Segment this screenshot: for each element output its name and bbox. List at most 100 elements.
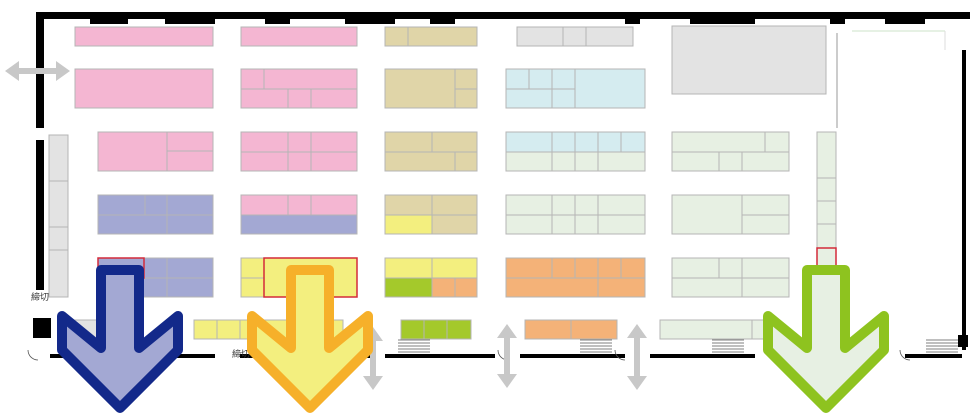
booth	[659, 319, 753, 340]
booth	[384, 131, 433, 153]
booth	[97, 214, 168, 235]
booth	[671, 277, 743, 298]
booth	[671, 131, 766, 153]
booth	[143, 257, 168, 279]
booth	[551, 131, 576, 153]
booth	[524, 319, 572, 340]
booth	[216, 319, 241, 340]
booth	[454, 88, 478, 109]
booth	[597, 277, 646, 298]
booth	[431, 277, 456, 298]
double-arrow-icon	[5, 61, 70, 81]
booth	[287, 88, 312, 109]
flow-arrows	[5, 61, 647, 390]
booth	[551, 151, 576, 172]
booth	[310, 151, 358, 172]
top-wall-pillar	[625, 18, 640, 24]
double-arrow-icon	[363, 327, 383, 390]
booth	[505, 277, 599, 298]
bottom-wall	[650, 354, 755, 358]
top-wall-pillar	[265, 18, 290, 24]
booth	[384, 194, 433, 216]
booth	[431, 214, 478, 235]
top-wall-pillar	[690, 18, 755, 24]
booth	[310, 194, 358, 216]
booths	[48, 25, 837, 340]
booth	[816, 177, 837, 202]
booth	[97, 194, 146, 216]
door-icon	[899, 349, 911, 361]
top-wall-pillar	[345, 18, 395, 24]
booth	[528, 68, 553, 90]
bottom-wall	[385, 354, 495, 358]
booth	[551, 257, 576, 279]
booth	[384, 26, 409, 47]
booth	[597, 151, 646, 172]
booth	[400, 319, 425, 340]
double-arrow-shape	[363, 327, 383, 390]
double-arrow-icon	[497, 324, 517, 388]
booth	[240, 26, 358, 47]
booth	[263, 68, 358, 90]
booth	[505, 194, 553, 216]
booth	[505, 257, 553, 279]
booth	[816, 223, 837, 249]
door-icon	[27, 349, 39, 361]
booth	[48, 249, 69, 298]
top-wall-pillar	[885, 18, 925, 24]
booth	[570, 319, 618, 340]
booth	[287, 151, 312, 172]
booth	[505, 88, 553, 109]
booth	[454, 277, 478, 298]
top-wall	[36, 12, 970, 19]
booth	[384, 68, 456, 109]
booth	[816, 131, 837, 179]
bottom-wall	[905, 354, 962, 358]
booth	[446, 319, 472, 340]
booth	[166, 131, 214, 152]
booth	[620, 131, 646, 153]
booth	[585, 26, 634, 47]
booth	[97, 131, 168, 172]
green-exit-arrow	[763, 265, 889, 413]
booth	[597, 257, 622, 279]
top-wall-pillar	[830, 18, 845, 24]
booth	[423, 319, 448, 340]
booth	[431, 257, 478, 279]
booth	[240, 214, 358, 235]
booth	[620, 257, 646, 279]
booth	[240, 88, 289, 109]
booth	[597, 131, 622, 153]
booth	[240, 131, 289, 153]
booth	[574, 131, 599, 153]
booth	[574, 68, 646, 109]
booth	[166, 150, 214, 172]
booth	[516, 26, 564, 47]
door-icon	[614, 349, 626, 361]
booth	[741, 277, 790, 298]
booth	[741, 151, 790, 172]
booth	[505, 151, 553, 172]
booth	[551, 194, 576, 216]
booth	[574, 151, 599, 172]
booth	[144, 194, 168, 216]
booth	[431, 131, 478, 153]
top-wall-pillar	[165, 18, 215, 24]
top-wall-pillar	[430, 18, 455, 24]
left-wall	[36, 140, 44, 290]
right-wall	[962, 50, 966, 350]
booth	[166, 194, 214, 216]
booth	[741, 214, 790, 235]
booth	[454, 151, 478, 172]
top-wall-pillar	[90, 18, 128, 24]
booth	[287, 131, 312, 153]
left-wall-corner	[33, 318, 51, 338]
booth	[741, 257, 790, 279]
booth	[574, 214, 599, 235]
exit-arrows	[57, 265, 889, 413]
booth	[574, 194, 599, 216]
booth	[597, 194, 646, 216]
booth	[287, 194, 312, 216]
booth	[718, 151, 743, 172]
booth	[551, 88, 576, 109]
